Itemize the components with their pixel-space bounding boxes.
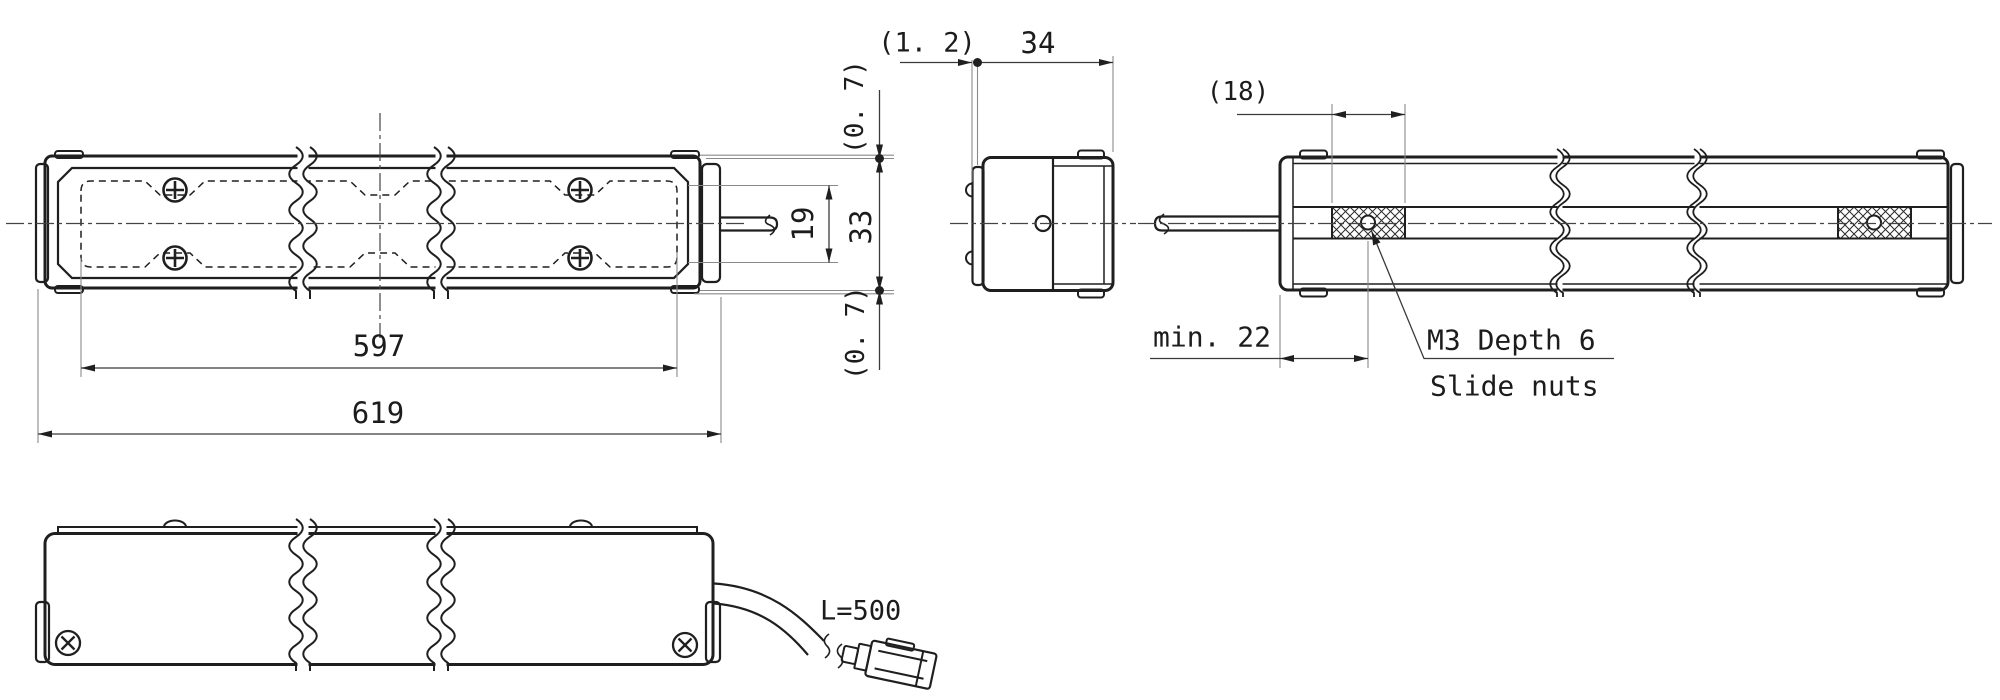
cable — [713, 582, 844, 669]
dim-label-33: 33 — [844, 209, 878, 245]
plate-bump — [569, 519, 593, 528]
dim-label-34: 34 — [1020, 26, 1056, 60]
note-m3-depth: M3 Depth 6 — [1427, 323, 1596, 357]
top-plate — [57, 526, 698, 534]
phillips-screw — [162, 177, 188, 203]
rear-view — [1138, 148, 1992, 298]
connector — [840, 637, 938, 690]
slide-nut-block — [1331, 206, 1406, 240]
plate-bump — [163, 519, 187, 528]
dim-label-19: 19 — [786, 206, 820, 242]
x-screw — [671, 631, 699, 659]
slide-nut-block — [1837, 206, 1912, 240]
inner-face — [56, 166, 690, 280]
dim-label-1-2: (1. 2) — [878, 27, 976, 59]
break-lines — [288, 146, 456, 299]
side-view — [950, 149, 1136, 299]
phillips-screw — [162, 245, 188, 271]
lens-strip — [971, 165, 985, 287]
x-screw — [54, 629, 82, 657]
frame-outline — [43, 154, 702, 290]
phillips-screw — [567, 177, 593, 203]
slide-nut-hole — [1360, 214, 1376, 231]
slide-nut-hole — [1866, 214, 1882, 231]
bottom-body — [43, 532, 715, 666]
screw-bump — [965, 182, 973, 198]
screw-bump — [965, 250, 973, 266]
note-slide-nuts: Slide nuts — [1430, 369, 1599, 403]
dim-label-619: 619 — [351, 396, 405, 430]
cable-cut-mark — [823, 633, 831, 659]
led-window-dashed — [80, 180, 678, 268]
bottom-view — [34, 518, 938, 690]
arrowheads — [38, 59, 1405, 438]
cable-cut-mark — [836, 643, 844, 669]
front-view — [6, 113, 779, 338]
phillips-screw — [567, 245, 593, 271]
reference-dots — [875, 58, 982, 295]
dim-label-min22: min. 22 — [1153, 320, 1272, 354]
left-tab — [34, 600, 51, 664]
cable-length-label: L=500 — [820, 595, 902, 627]
break-lines — [288, 518, 456, 671]
dim-label-18: (18) — [1206, 77, 1270, 107]
dim-label-597: 597 — [352, 329, 406, 363]
dim-label-07-top: (0. 7) — [840, 60, 870, 154]
break-lines — [1549, 148, 1708, 297]
side-inner-lines — [1053, 165, 1113, 285]
cable-stub — [720, 216, 779, 232]
dimensions — [37, 56, 1614, 443]
dim-label-07-bottom: (0. 7) — [841, 286, 871, 380]
cable-cut-mark — [764, 214, 776, 236]
